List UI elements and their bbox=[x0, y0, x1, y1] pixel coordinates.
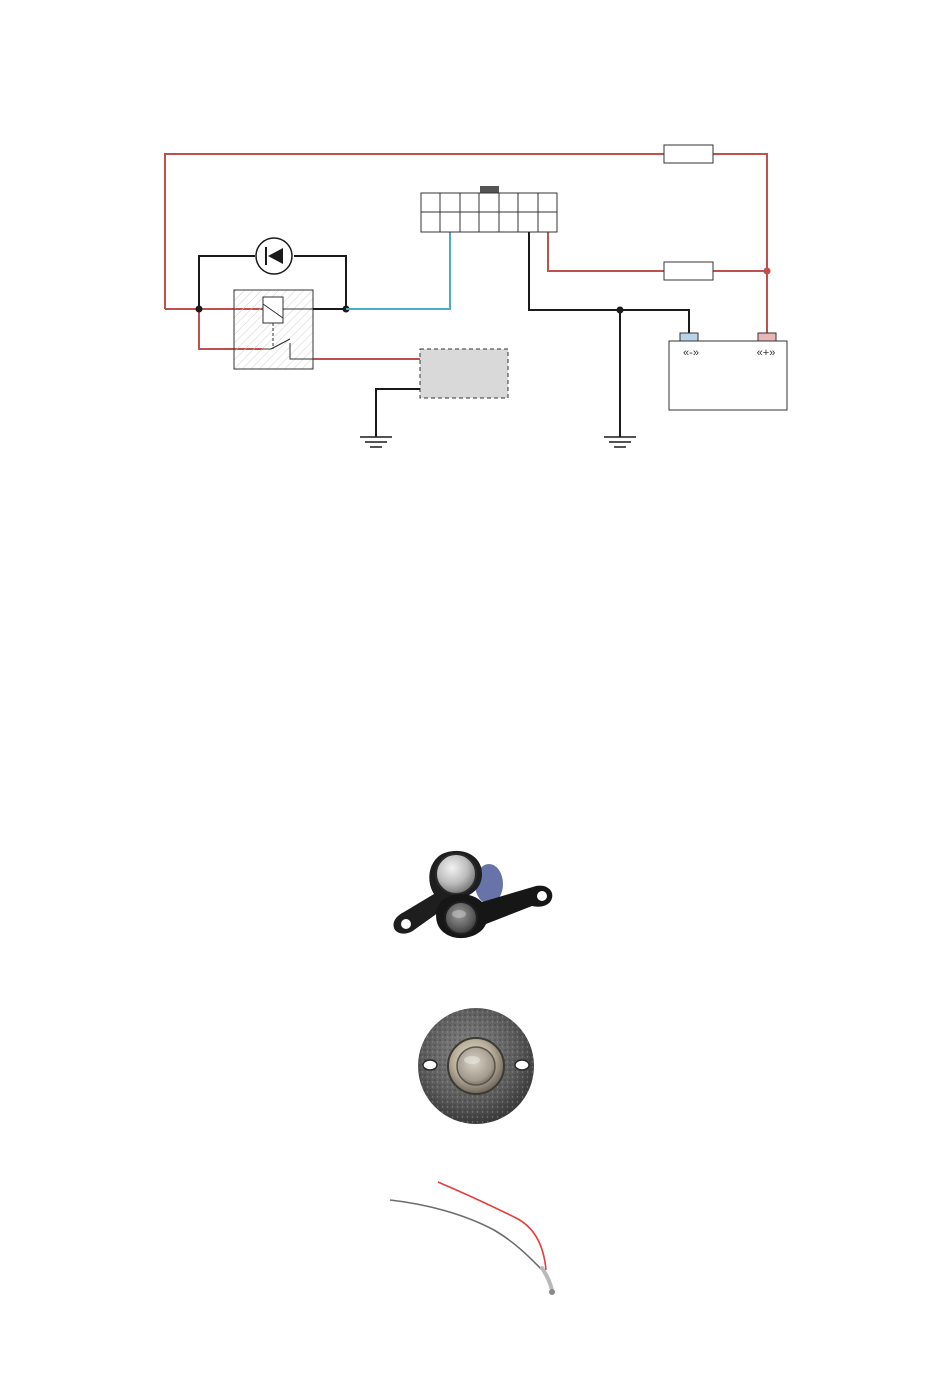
junction-left bbox=[196, 306, 203, 313]
main-power-wire bbox=[165, 154, 664, 309]
ibutton-key-fobs-photo bbox=[386, 842, 562, 946]
controlled-module bbox=[420, 349, 508, 398]
battery-negative-label: «-» bbox=[683, 347, 699, 359]
ibutton-reader-contact-photo bbox=[404, 999, 549, 1131]
device-connector bbox=[421, 186, 557, 232]
battery-positive-terminal bbox=[758, 333, 776, 341]
connector-power-wire bbox=[548, 232, 664, 271]
power-junction bbox=[764, 268, 771, 275]
main-fuse bbox=[664, 145, 713, 163]
ground-symbol-right bbox=[604, 437, 636, 447]
module-ground-wire bbox=[376, 389, 420, 437]
ground-wire bbox=[529, 232, 689, 333]
sensor-cable-photo bbox=[386, 1178, 562, 1302]
battery-negative-terminal bbox=[680, 333, 698, 341]
main-power-wire-right bbox=[713, 154, 767, 333]
relay-coil bbox=[263, 297, 283, 323]
connector-fuse bbox=[664, 262, 713, 280]
battery-positive-label: «+» bbox=[757, 347, 776, 359]
ground-symbol-left bbox=[360, 437, 392, 447]
signal-wire bbox=[346, 232, 450, 309]
ground-junction bbox=[617, 307, 624, 314]
wiring-diagram: «-» «+» bbox=[0, 0, 950, 470]
